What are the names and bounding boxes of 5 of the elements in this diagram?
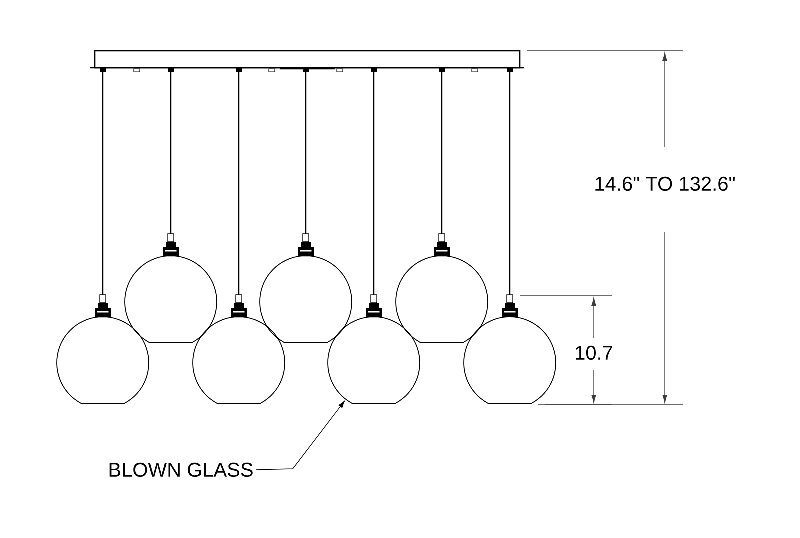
- glass-globe: [328, 316, 420, 404]
- dimension-label: 14.6" TO 132.6": [596, 176, 735, 192]
- callout-text: BLOWN GLASS: [110, 462, 253, 478]
- leader-line: [256, 400, 346, 470]
- dimension-label: 10.7: [576, 346, 612, 360]
